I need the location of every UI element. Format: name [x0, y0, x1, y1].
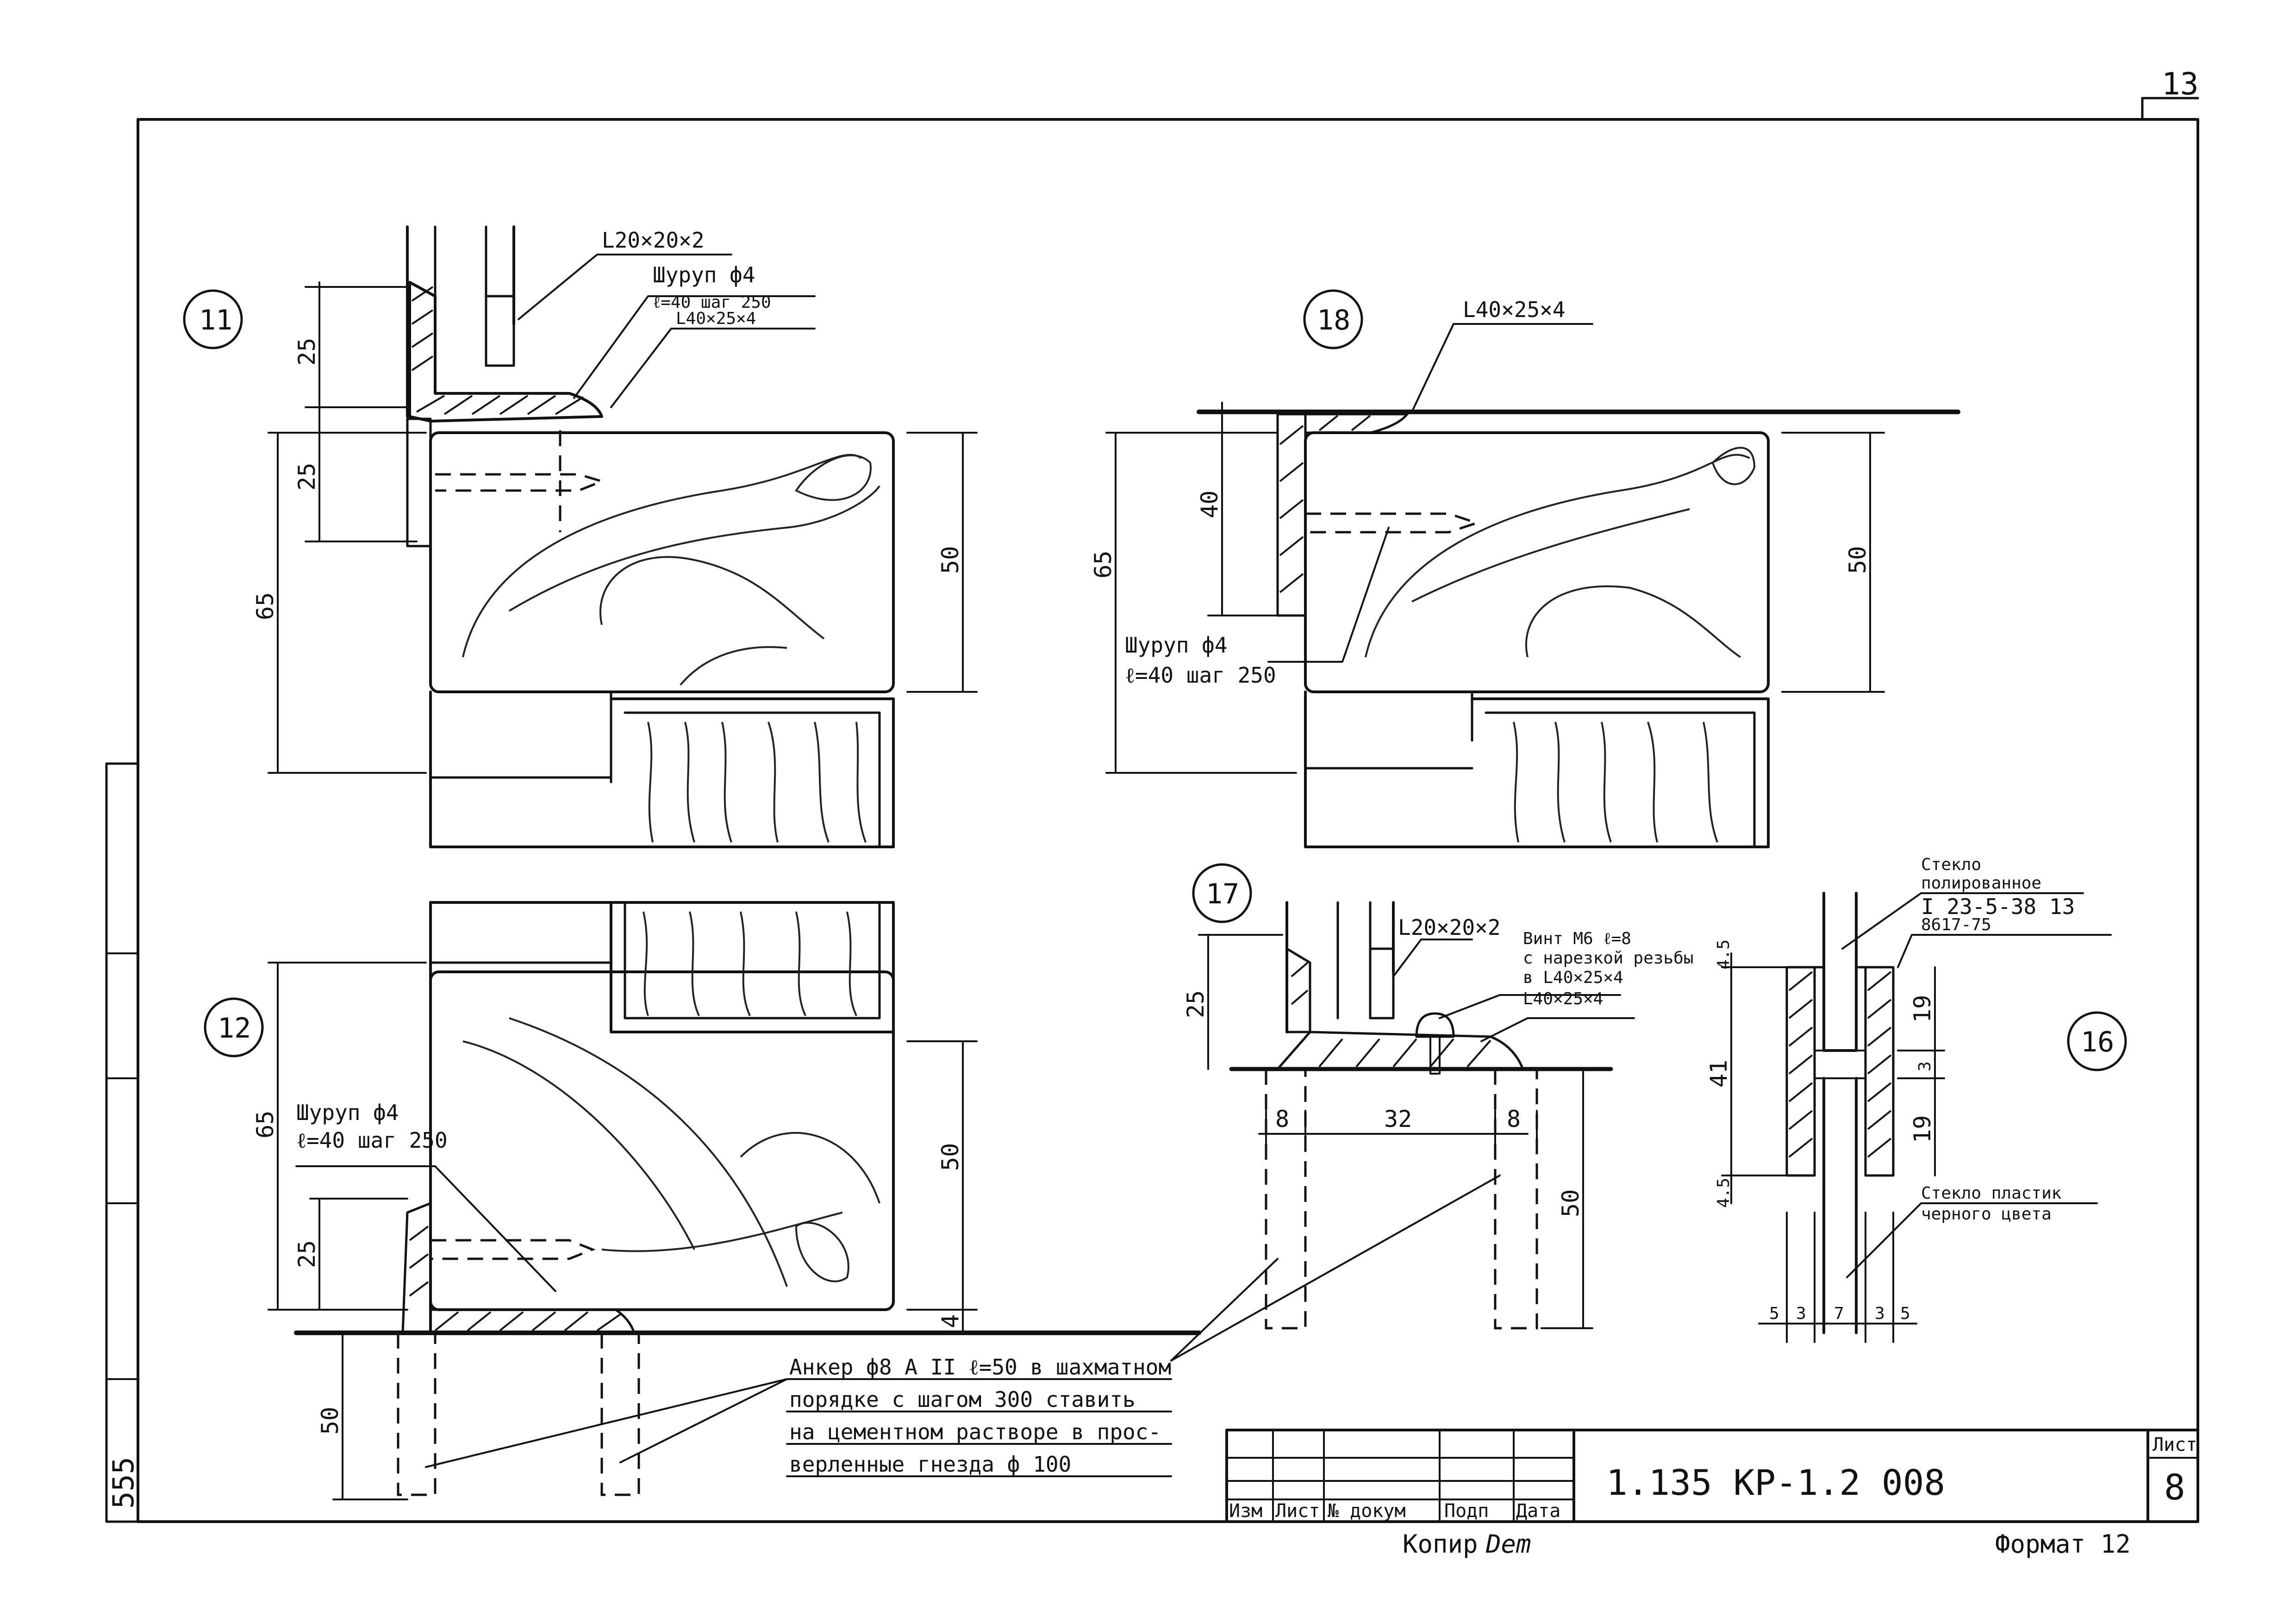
d12-dim-4: 4: [937, 1314, 964, 1328]
tb-sheet-value: 8: [2164, 1467, 2185, 1508]
detail-16-number: 16: [2081, 1026, 2114, 1058]
detail-17-marker: [1192, 863, 1252, 923]
d12-dim-50: 50: [937, 1143, 964, 1171]
d18-dim-40: 40: [1196, 491, 1223, 518]
d11-angle-bottom: L40×25×4: [676, 309, 756, 328]
d16-glass: Стекло: [1921, 855, 1981, 874]
detail-16: 16 4.5: [1705, 855, 2127, 1343]
doc-code: 1.135 КР-1.2 008: [1606, 1462, 1945, 1503]
d16-dim-3: 3: [1915, 1061, 1934, 1071]
anchor-note-line1: Анкер ф8 А II ℓ=50 в шахматном: [789, 1355, 1171, 1380]
d17-bolt-note1: с нарезкой резьбы: [1523, 949, 1693, 968]
d17-bolt: Винт М6 ℓ=8: [1523, 929, 1631, 948]
anchor-note-line3: на цементном растворе в прос-: [789, 1419, 1161, 1444]
side-number: 555: [106, 1457, 140, 1509]
tb-col-podp: Подп: [1444, 1500, 1489, 1522]
tb-sheet-label: Лист: [2152, 1434, 2197, 1455]
d16-plastic2: черного цвета: [1921, 1205, 2052, 1224]
d16-dim-h7: 7: [1834, 1304, 1844, 1323]
detail-18-marker: [1303, 289, 1363, 349]
d17-dim-8b: 8: [1507, 1106, 1521, 1132]
tb-col-list: Лист: [1275, 1500, 1320, 1522]
d16-dim-h3a: 3: [1796, 1304, 1806, 1323]
sheet-frame: [105, 97, 2199, 1523]
d17-dim-8a: 8: [1275, 1106, 1289, 1132]
detail-18-number: 18: [1317, 304, 1350, 336]
d16-dim-h5a: 5: [1769, 1304, 1779, 1323]
d11-dim-25a: 25: [293, 338, 320, 366]
d11-dim-25b: 25: [293, 463, 320, 491]
anchor-note-line4: верленные гнезда ф 100: [789, 1452, 1071, 1477]
d16-dim-19b: 19: [1909, 1115, 1936, 1143]
detail-17: 17 25 8 3: [1182, 863, 1693, 1330]
copy-signature: Dem: [1485, 1530, 1531, 1559]
d17-dim-32: 32: [1384, 1106, 1412, 1132]
d18-dim-50: 50: [1844, 546, 1871, 574]
d17-dim-25: 25: [1182, 990, 1209, 1018]
detail-11-marker: [183, 289, 243, 349]
d12-screw-spec: ℓ=40 шаг 250: [296, 1128, 448, 1153]
d18-angle: L40×25×4: [1463, 297, 1566, 322]
d17-angle-bottom: L40×25×4: [1523, 989, 1603, 1008]
d16-dim-h3b: 3: [1875, 1304, 1885, 1323]
d17-bolt-note2: в L40×25×4: [1523, 968, 1623, 987]
tb-col-dokum: № докум: [1328, 1500, 1406, 1522]
d11-screw-spec: ℓ=40 шаг 250: [653, 293, 771, 312]
detail-16-marker: [2067, 1011, 2127, 1071]
d16-dim-19a: 19: [1909, 995, 1936, 1023]
detail-11-number: 11: [199, 304, 232, 336]
anchor-note: Анкер ф8 А II ℓ=50 в шахматном порядке с…: [425, 1175, 1501, 1477]
detail-17-number: 17: [1206, 878, 1239, 910]
d16-glass-std2: 8617-75: [1921, 915, 1991, 934]
tb-col-izm: Изм: [1229, 1500, 1262, 1522]
d18-screw-spec: ℓ=40 шаг 250: [1125, 663, 1276, 688]
title-block: Изм Лист № докум Подп Дата 1.135 КР-1.2 …: [1225, 1429, 2199, 1523]
detail-12-number: 12: [218, 1012, 251, 1045]
tb-col-data: Дата: [1516, 1500, 1560, 1522]
detail-18: 18: [1090, 289, 1960, 848]
d12-dim-65: 65: [252, 1111, 279, 1138]
d17-dim-50: 50: [1557, 1189, 1584, 1217]
d12-dim-25: 25: [293, 1240, 320, 1268]
d16-plastic: Стекло пластик: [1921, 1184, 2062, 1203]
detail-12-marker: [204, 997, 264, 1057]
d18-dim-65: 65: [1090, 551, 1117, 578]
d16-dim-4-5b: 4.5: [1714, 1178, 1733, 1208]
copy-label: Копир: [1403, 1530, 1478, 1559]
d11-screw: Шуруп ф4: [653, 262, 755, 287]
d16-glass2: полированное: [1921, 874, 2041, 893]
page-number: 13: [2162, 66, 2198, 102]
detail-11: 11: [183, 225, 978, 848]
d16-glass-std: I 23-5-38 13: [1921, 894, 2075, 919]
d11-dim-65: 65: [252, 592, 279, 620]
d11-angle-top: L20×20×2: [602, 228, 705, 253]
d16-dim-h5b: 5: [1900, 1304, 1910, 1323]
detail-12: 12: [204, 901, 1201, 1500]
d12-dim-50b: 50: [317, 1407, 343, 1435]
d17-angle-top: L20×20×2: [1398, 915, 1501, 940]
format-label: Формат 12: [1995, 1530, 2131, 1559]
d18-screw: Шуруп ф4: [1125, 633, 1228, 658]
d11-dim-50: 50: [937, 546, 964, 574]
anchor-note-line2: порядке с шагом 300 ставить: [789, 1387, 1136, 1412]
d12-screw: Шуруп ф4: [296, 1100, 399, 1125]
d16-dim-4-5a: 4.5: [1714, 939, 1733, 970]
d16-dim-41: 41: [1705, 1060, 1732, 1088]
